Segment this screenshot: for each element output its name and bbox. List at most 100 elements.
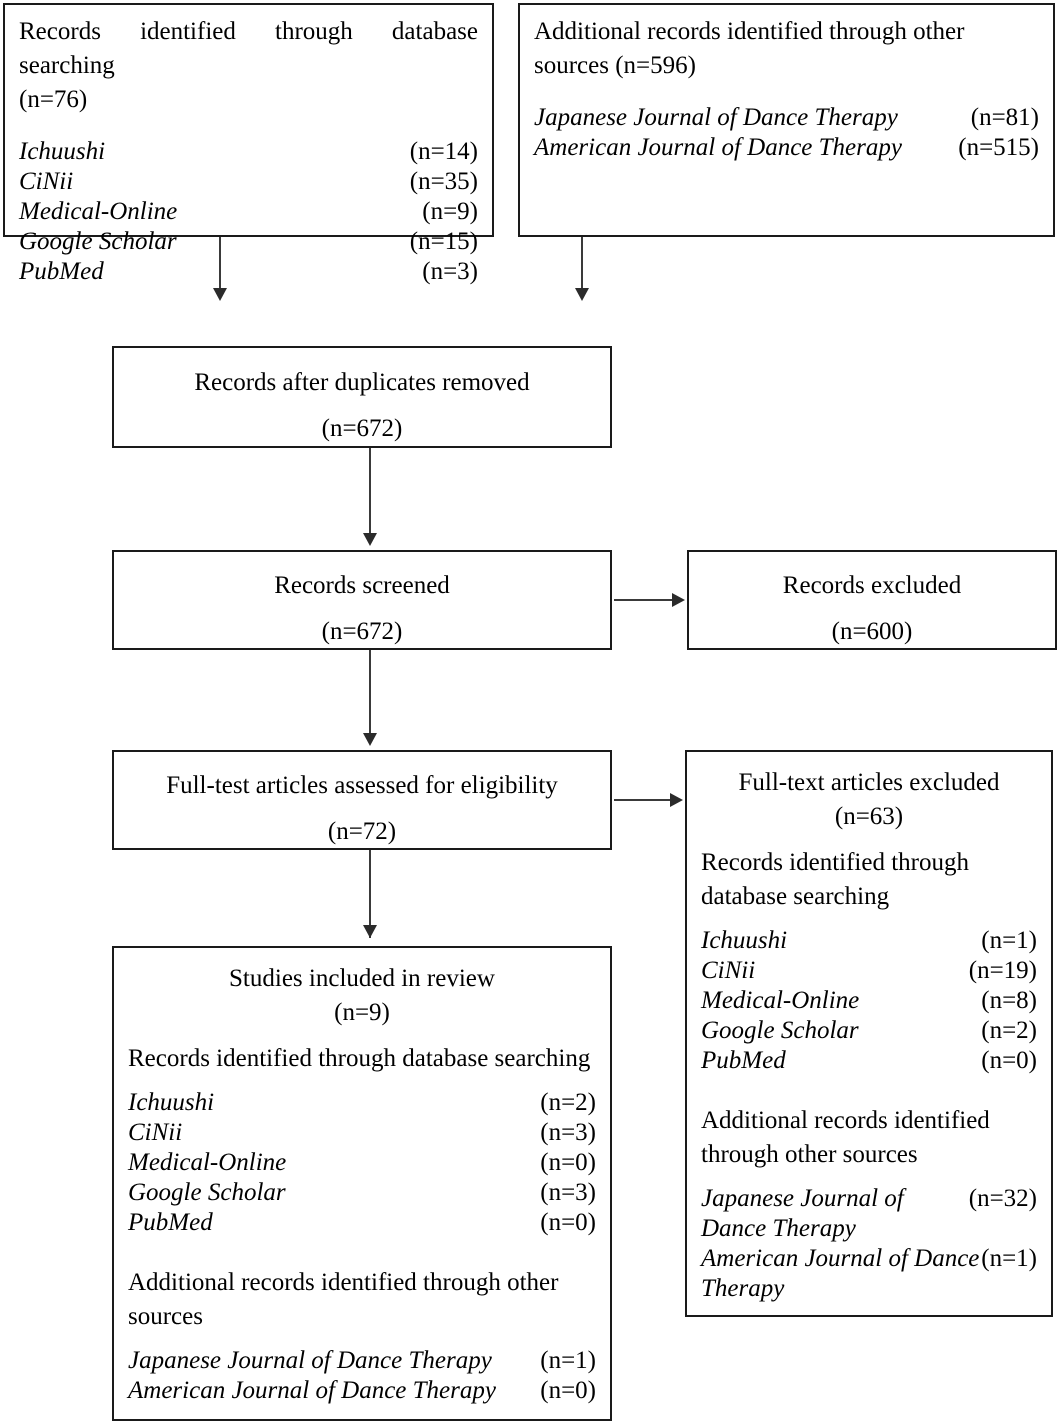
screened-count: (n=672): [321, 618, 403, 645]
journal-row: (n=1) American Journal of Dance Therapy: [701, 1244, 1037, 1304]
fulltext-assessed-label: Full-test articles assessed for eligibil…: [166, 772, 558, 799]
fulltext-excluded-count: (n=63): [834, 803, 904, 830]
box-fulltext-excluded: Full-text articles excluded (n=63) Recor…: [685, 750, 1053, 1317]
source-count: (n=19): [968, 957, 1037, 984]
database-box-count: (n=76): [19, 86, 88, 113]
source-name: PubMed: [128, 1209, 213, 1236]
records-excluded-count: (n=600): [831, 618, 913, 645]
connector-arrow-fulltext-to-included: [363, 925, 377, 938]
fulltext-excluded-label: Full-text articles excluded: [738, 769, 1000, 796]
source-name: Medical-Online: [701, 987, 860, 1014]
box-records-identified-database: Records identified through database sear…: [3, 3, 494, 285]
source-name: PubMed: [701, 1047, 786, 1074]
database-box-heading: Records identified through database sear…: [19, 18, 478, 79]
included-db-heading: Records identified through database sear…: [128, 1045, 591, 1072]
source-row: Medical-Online (n=9): [19, 197, 478, 227]
source-count: (n=0): [540, 1209, 596, 1236]
box-records-excluded: Records excluded (n=600): [687, 550, 1057, 650]
connector-arrow-other-to-duplicates: [575, 288, 589, 301]
fulltext-excluded-other-heading-line2: through other sources: [701, 1141, 918, 1168]
source-count: (n=9): [422, 198, 478, 225]
other-sources-heading-line2: sources (n=596): [534, 52, 696, 79]
source-row: Ichuushi (n=14): [19, 137, 478, 167]
source-name: Ichuushi: [701, 927, 788, 954]
source-name: Medical-Online: [19, 198, 178, 225]
journal-name: American Journal of Dance Therapy: [701, 1245, 980, 1302]
journal-name: American Journal of Dance Therapy: [534, 134, 902, 161]
source-count: (n=0): [981, 1047, 1037, 1074]
included-other-heading: Additional records identified through ot…: [128, 1269, 559, 1296]
journal-name: Japanese Journal of Dance Therapy: [701, 1185, 904, 1242]
source-row: CiNii (n=3): [128, 1118, 596, 1148]
source-count: (n=14): [409, 138, 478, 165]
journal-name: Japanese Journal of Dance Therapy: [128, 1347, 492, 1374]
journal-count: (n=32): [968, 1185, 1037, 1212]
source-count: (n=2): [540, 1089, 596, 1116]
source-name: CiNii: [128, 1119, 183, 1146]
connector-line-fulltext-to-excluded: [614, 799, 672, 801]
journal-count: (n=1): [540, 1347, 596, 1374]
connector-line-db-to-duplicates: [219, 237, 221, 292]
source-name: Ichuushi: [128, 1089, 215, 1116]
connector-arrow-db-to-duplicates: [213, 288, 227, 301]
records-excluded-label: Records excluded: [782, 572, 962, 599]
duplicates-count: (n=672): [321, 415, 403, 442]
source-count: (n=3): [422, 258, 478, 285]
journal-count: (n=81): [970, 104, 1039, 131]
source-row: Medical-Online (n=0): [128, 1148, 596, 1178]
journal-count: (n=0): [540, 1377, 596, 1404]
journal-count: (n=515): [958, 134, 1039, 161]
source-count: (n=15): [409, 228, 478, 255]
source-row: Ichuushi (n=2): [128, 1088, 596, 1118]
journal-row: American Journal of Dance Therapy (n=0): [128, 1376, 596, 1406]
connector-arrow-screened-to-excluded: [672, 593, 685, 607]
fulltext-excluded-db-heading-line2: database searching: [701, 883, 890, 910]
source-name: Google Scholar: [128, 1179, 286, 1206]
source-count: (n=3): [540, 1119, 596, 1146]
box-fulltext-assessed: Full-test articles assessed for eligibil…: [112, 750, 612, 850]
fulltext-excluded-db-heading: Records identified through: [701, 849, 969, 876]
source-name: Medical-Online: [128, 1149, 287, 1176]
source-count: (n=2): [981, 1017, 1037, 1044]
connector-line-screened-to-excluded: [614, 599, 674, 601]
included-other-heading-line2: sources: [128, 1303, 203, 1330]
journal-row: American Journal of Dance Therapy (n=515…: [534, 133, 1039, 163]
included-count: (n=9): [334, 999, 390, 1026]
connector-arrow-screened-to-fulltext: [363, 733, 377, 746]
journal-name: American Journal of Dance Therapy: [128, 1377, 496, 1404]
source-row: PubMed (n=0): [128, 1208, 596, 1238]
source-row: Ichuushi (n=1): [701, 926, 1037, 956]
box-records-after-duplicates: Records after duplicates removed (n=672): [112, 346, 612, 448]
source-count: (n=8): [981, 987, 1037, 1014]
source-row: PubMed (n=3): [19, 257, 478, 287]
box-additional-records-other-sources: Additional records identified through ot…: [518, 3, 1055, 237]
source-name: Google Scholar: [19, 228, 177, 255]
other-sources-heading: Additional records identified through ot…: [534, 18, 965, 45]
journal-name: Japanese Journal of Dance Therapy: [534, 104, 898, 131]
source-count: (n=0): [540, 1149, 596, 1176]
source-row: CiNii (n=35): [19, 167, 478, 197]
connector-arrow-fulltext-to-excluded: [670, 793, 683, 807]
included-label: Studies included in review: [229, 965, 495, 992]
fulltext-assessed-count: (n=72): [327, 818, 397, 845]
fulltext-excluded-other-heading: Additional records identified: [701, 1107, 990, 1134]
duplicates-label: Records after duplicates removed: [194, 369, 530, 396]
source-count: (n=3): [540, 1179, 596, 1206]
source-name: CiNii: [19, 168, 74, 195]
connector-line-duplicates-to-screened: [369, 448, 371, 538]
source-name: PubMed: [19, 258, 104, 285]
journal-row: (n=32) Japanese Journal of Dance Therapy: [701, 1184, 1037, 1244]
connector-line-screened-to-fulltext: [369, 650, 371, 738]
source-row: PubMed (n=0): [701, 1046, 1037, 1076]
journal-count: (n=1): [981, 1245, 1037, 1272]
source-row: Google Scholar (n=3): [128, 1178, 596, 1208]
source-row: Medical-Online (n=8): [701, 986, 1037, 1016]
source-row: Google Scholar (n=2): [701, 1016, 1037, 1046]
screened-label: Records screened: [274, 572, 450, 599]
journal-row: Japanese Journal of Dance Therapy (n=1): [128, 1346, 596, 1376]
connector-line-other-to-duplicates: [581, 237, 583, 292]
source-name: Ichuushi: [19, 138, 106, 165]
journal-row: Japanese Journal of Dance Therapy (n=81): [534, 103, 1039, 133]
connector-arrow-duplicates-to-screened: [363, 533, 377, 546]
